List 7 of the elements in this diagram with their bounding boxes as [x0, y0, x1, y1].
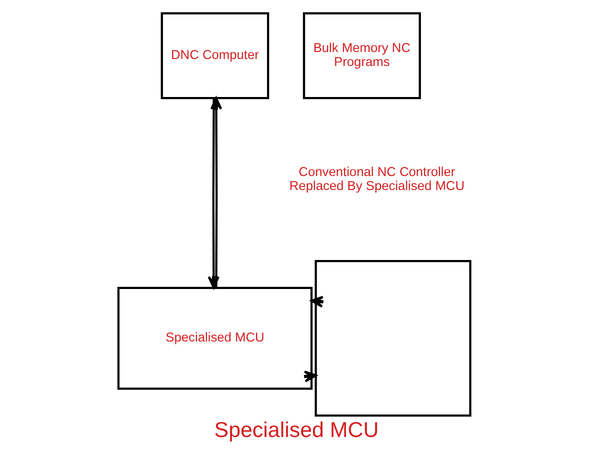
node-box: Bulk Memory NC Programs — [302, 12, 421, 99]
arrow — [304, 370, 317, 382]
label: Conventional NC Controller Replaced By Specialised MCU — [289, 163, 465, 192]
caption: Specialised MCU — [214, 417, 379, 442]
arrow — [210, 96, 222, 288]
node-box: DNC Computer — [160, 12, 270, 99]
arrow — [310, 295, 324, 308]
